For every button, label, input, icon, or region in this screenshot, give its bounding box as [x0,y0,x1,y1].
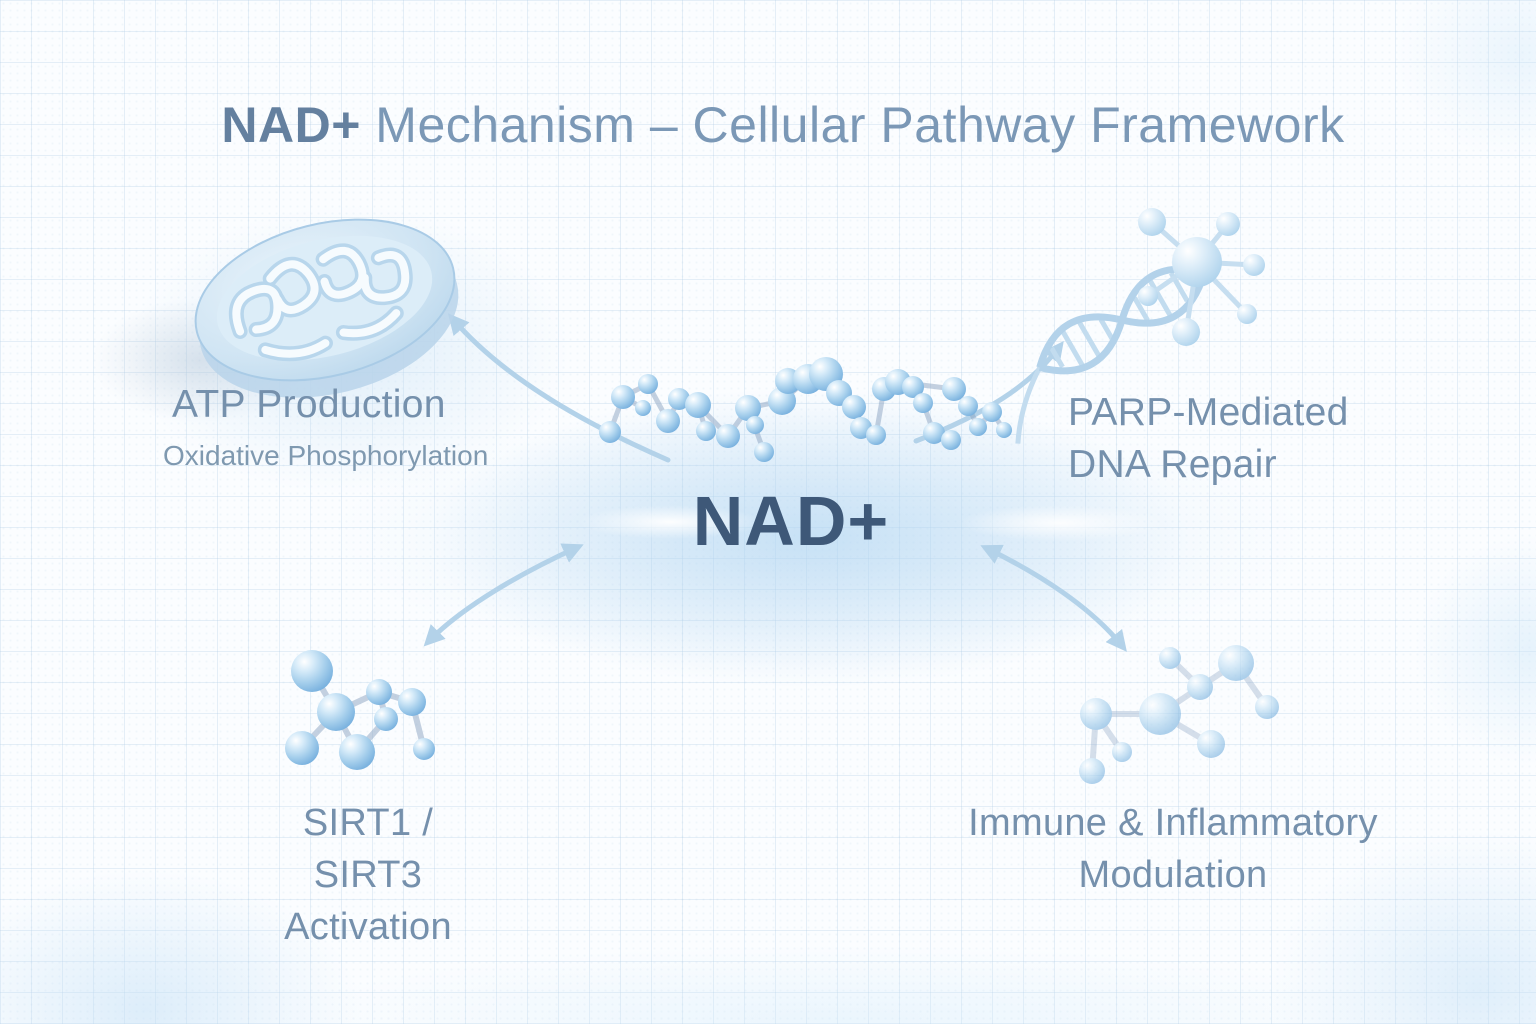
node-sirt-activation: SIRT1 / SIRT3 Activation [250,797,486,953]
node-atp-subtitle: Oxidative Phosphorylation [163,440,489,471]
title-brand: NAD+ [221,97,361,153]
node-atp-title: ATP Production [172,383,446,426]
arrow-center-to-immune [980,544,1127,652]
node-immune-line1: Immune & Inflammatory [968,802,1378,844]
arrow-center-to-sirt [423,543,584,647]
page-title: NAD+ Mechanism – Cellular Pathway Framew… [0,96,1536,154]
arrow-center-to-atp [447,313,671,463]
node-sirt-line2: Activation [284,906,452,948]
node-parp-dna-repair: PARP-Mediated DNA Repair [1068,387,1349,491]
node-atp-production: ATP Production Oxidative Phosphorylation [163,383,488,472]
ball-stick-molecule-light-icon [1079,645,1279,784]
title-rest: Mechanism – Cellular Pathway Framework [360,97,1345,153]
node-parp-line1: PARP-Mediated [1068,391,1349,434]
mitochondria-icon [194,218,459,398]
dna-helix-molecule-icon [1015,208,1265,444]
center-nad-label: NAD+ [692,482,890,560]
node-immune-modulation: Immune & Inflammatory Modulation [955,797,1391,901]
node-immune-line2: Modulation [1078,854,1268,896]
node-parp-line2: DNA Repair [1068,443,1277,486]
node-sirt-line1: SIRT1 / SIRT3 [302,802,434,896]
ball-stick-molecule-icon [285,650,435,770]
nad-molecule-chain-icon [599,357,1012,462]
pathway-arrows [423,313,1127,652]
